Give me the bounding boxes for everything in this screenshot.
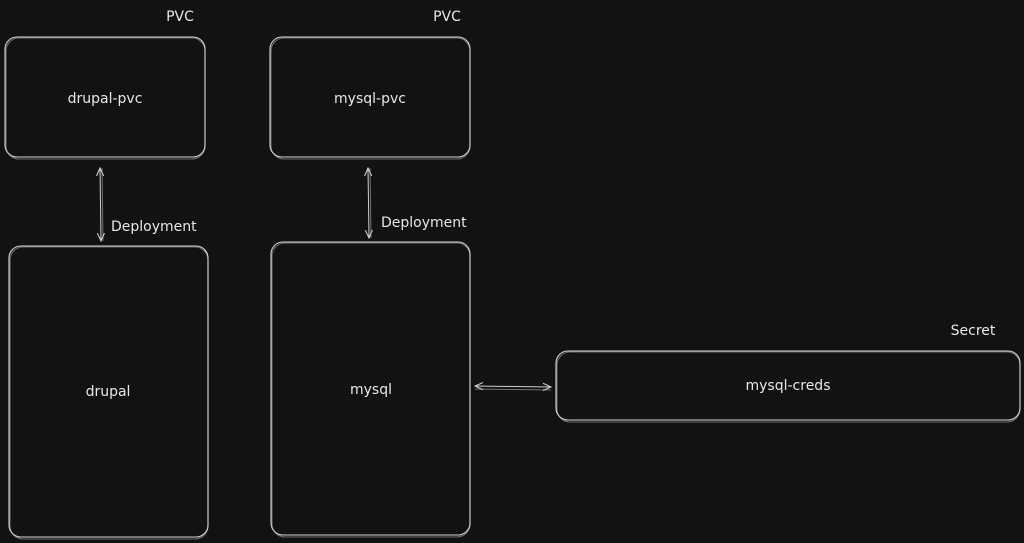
mysql-node[interactable]: mysql xyxy=(270,241,471,538)
mysql-pvc-kind-label: PVC xyxy=(433,9,461,25)
drupal-pvc-kind-label: PVC xyxy=(166,9,194,25)
drupal-label: drupal xyxy=(86,384,131,400)
drupal-pvc-label: drupal-pvc xyxy=(68,91,143,107)
mysql-edge[interactable]: Deployment xyxy=(368,168,467,238)
mysql-pvc-box xyxy=(269,36,471,158)
drupal-pvc-box xyxy=(4,36,206,158)
drupal-box-sketch xyxy=(9,246,209,540)
drupal-pvc-node[interactable]: drupal-pvc xyxy=(4,36,206,160)
mysql-pvc-box-sketch xyxy=(270,37,471,160)
mysql-box xyxy=(270,241,471,536)
double-arrow-icon xyxy=(475,386,551,387)
mysql-creds-box xyxy=(555,350,1021,421)
double-arrow-sketch xyxy=(369,167,372,239)
secret-edge[interactable] xyxy=(475,386,551,390)
drupal-node[interactable]: drupal xyxy=(8,245,209,540)
mysql-edge-label: Deployment xyxy=(381,215,467,231)
mysql-box-sketch xyxy=(271,242,471,538)
drupal-pvc-box-sketch xyxy=(5,37,206,160)
mysql-creds-node[interactable]: mysql-creds xyxy=(555,350,1021,423)
double-arrow-sketch xyxy=(101,167,104,242)
mysql-pvc-label: mysql-pvc xyxy=(334,91,406,107)
mysql-creds-label: mysql-creds xyxy=(746,378,831,394)
mysql-label: mysql xyxy=(350,382,392,398)
drupal-edge[interactable]: Deployment xyxy=(100,168,197,241)
drupal-box xyxy=(8,245,209,538)
mysql-pvc-node[interactable]: mysql-pvc xyxy=(269,36,471,160)
double-arrow-sketch xyxy=(474,388,552,391)
mysql-creds-kind-label: Secret xyxy=(951,323,996,339)
mysql-creds-box-sketch xyxy=(556,351,1021,423)
double-arrow-icon xyxy=(100,168,101,241)
drupal-edge-label: Deployment xyxy=(111,219,197,235)
double-arrow-icon xyxy=(368,168,369,238)
